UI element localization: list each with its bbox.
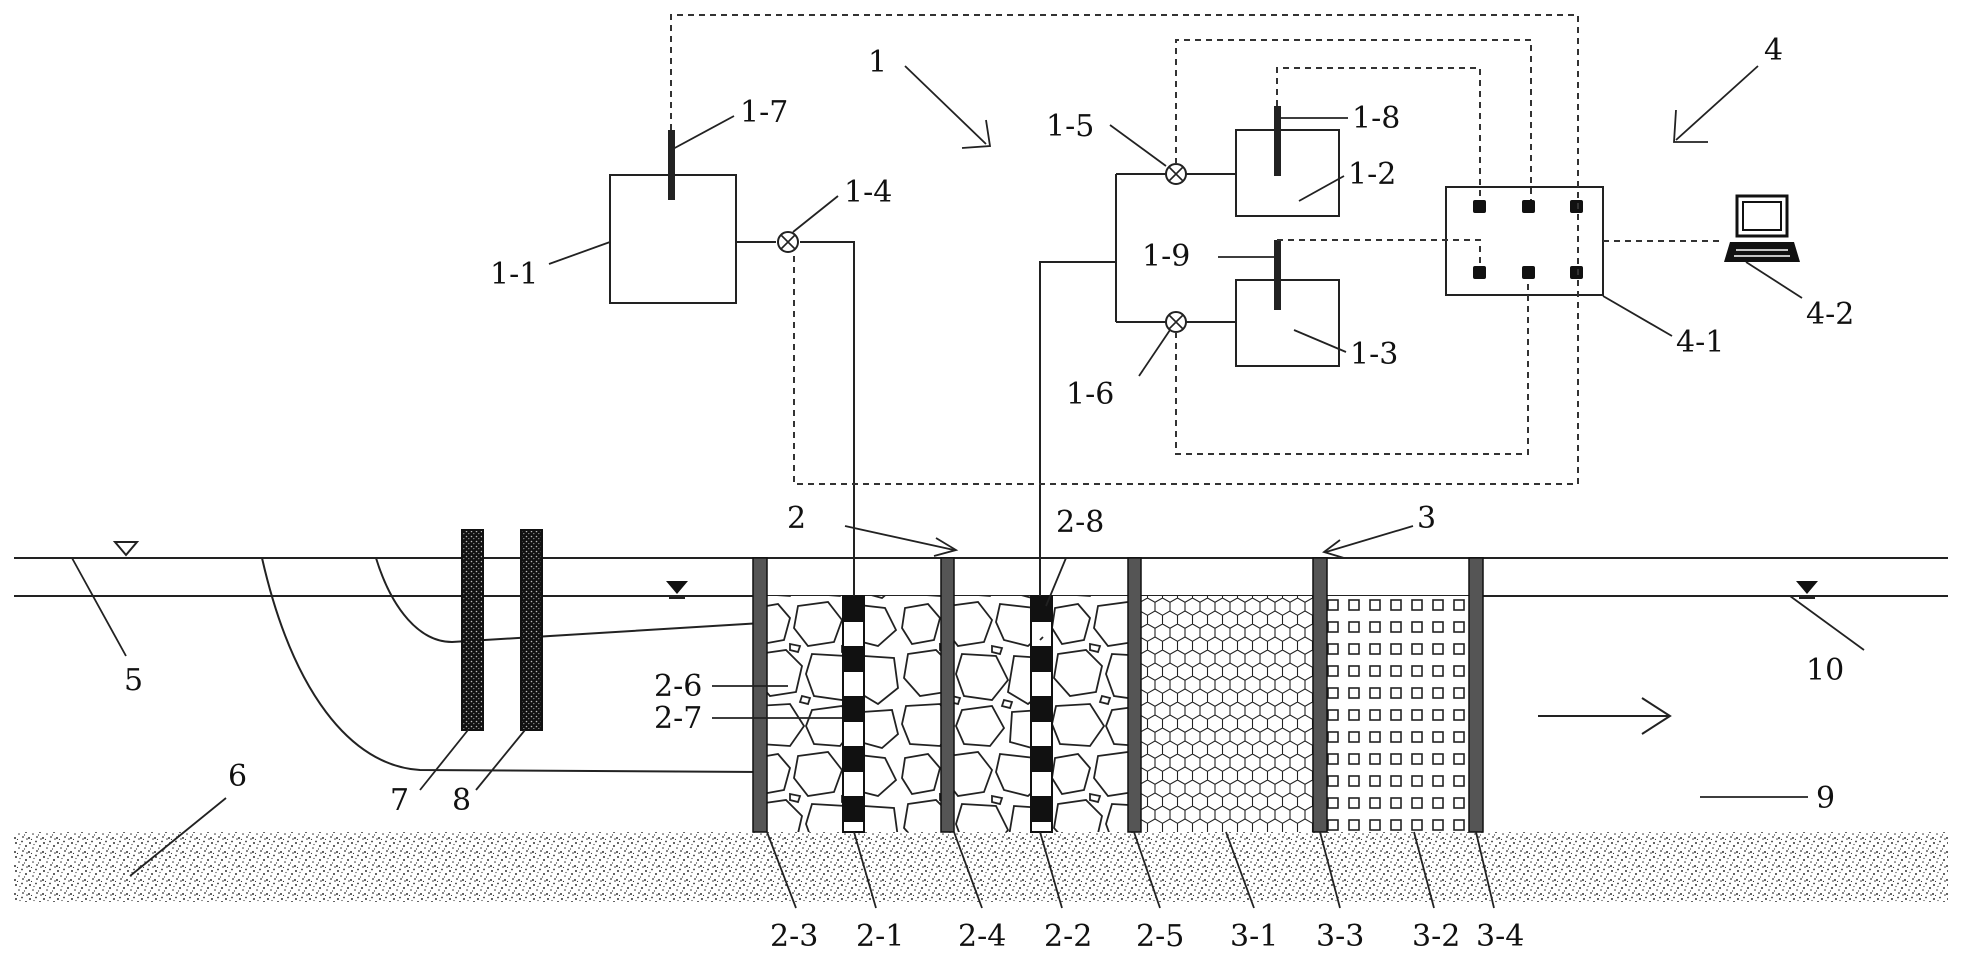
computer-icon: [1724, 194, 1800, 262]
injection-well-2-2: [1030, 595, 1053, 833]
label-1-2: 1-2: [1348, 157, 1396, 192]
label-2: 2: [787, 501, 806, 536]
label-3: 3: [1417, 501, 1436, 536]
label-6: 6: [228, 759, 247, 794]
label-2-2: 2-2: [1044, 919, 1092, 954]
label-3-3: 3-3: [1316, 919, 1364, 954]
tank-1-3: [1235, 279, 1340, 367]
label-1-4: 1-4: [844, 175, 892, 210]
probe-1-7: [668, 130, 675, 200]
impermeable-bedrock: [14, 832, 1948, 902]
label-1-1: 1-1: [490, 257, 538, 292]
monitoring-well-8: [520, 529, 543, 731]
label-4: 4: [1764, 33, 1783, 68]
label-1-3: 1-3: [1350, 337, 1398, 372]
label-1: 1: [868, 45, 887, 80]
probe-1-9: [1274, 240, 1281, 310]
label-5: 5: [124, 663, 143, 698]
label-10: 10: [1806, 653, 1844, 688]
label-7: 7: [390, 783, 409, 818]
prb-partition-walls: [752, 557, 1484, 833]
prb-fill-zones: [767, 596, 1469, 832]
label-3-4: 3-4: [1476, 919, 1524, 954]
tank-1-2: [1235, 129, 1340, 217]
label-2-5: 2-5: [1136, 919, 1184, 954]
arrow-right-icon: [1538, 697, 1672, 735]
label-8: 8: [452, 783, 471, 818]
label-2-6: 2-6: [654, 669, 702, 704]
injection-well-2-1: [842, 595, 865, 833]
label-2-8: 2-8: [1056, 505, 1104, 540]
label-3-2: 3-2: [1412, 919, 1460, 954]
label-1-6: 1-6: [1066, 377, 1114, 412]
controller-terminals: [1473, 200, 1583, 279]
label-3-1: 3-1: [1230, 919, 1278, 954]
ground-surface-lines: [14, 557, 1948, 597]
solid-pipes: [736, 173, 1236, 596]
diagram-labels: 1 1-1 1-7 1-4 1-5 1-8 1-2 1-9 1-3 1-6 4 …: [124, 33, 1854, 954]
valve-icon: [1165, 163, 1187, 185]
valve-icon: [1165, 311, 1187, 333]
monitoring-well-7: [461, 529, 484, 731]
label-1-9: 1-9: [1142, 239, 1190, 274]
label-2-1: 2-1: [856, 919, 904, 954]
valve-icon: [777, 231, 799, 253]
water-level-icon: [112, 541, 1818, 599]
label-1-7: 1-7: [740, 95, 788, 130]
signal-cables: [670, 14, 1724, 485]
leader-lines: [71, 65, 1865, 909]
probe-1-8: [1274, 106, 1281, 176]
label-2-3: 2-3: [770, 919, 818, 954]
label-2-4: 2-4: [958, 919, 1006, 954]
label-1-5: 1-5: [1046, 109, 1094, 144]
label-4-1: 4-1: [1676, 325, 1724, 360]
groundwater-streamlines: [261, 557, 763, 773]
label-2-7: 2-7: [654, 701, 702, 736]
label-4-2: 4-2: [1806, 297, 1854, 332]
label-9: 9: [1816, 781, 1835, 816]
label-1-8: 1-8: [1352, 101, 1400, 136]
